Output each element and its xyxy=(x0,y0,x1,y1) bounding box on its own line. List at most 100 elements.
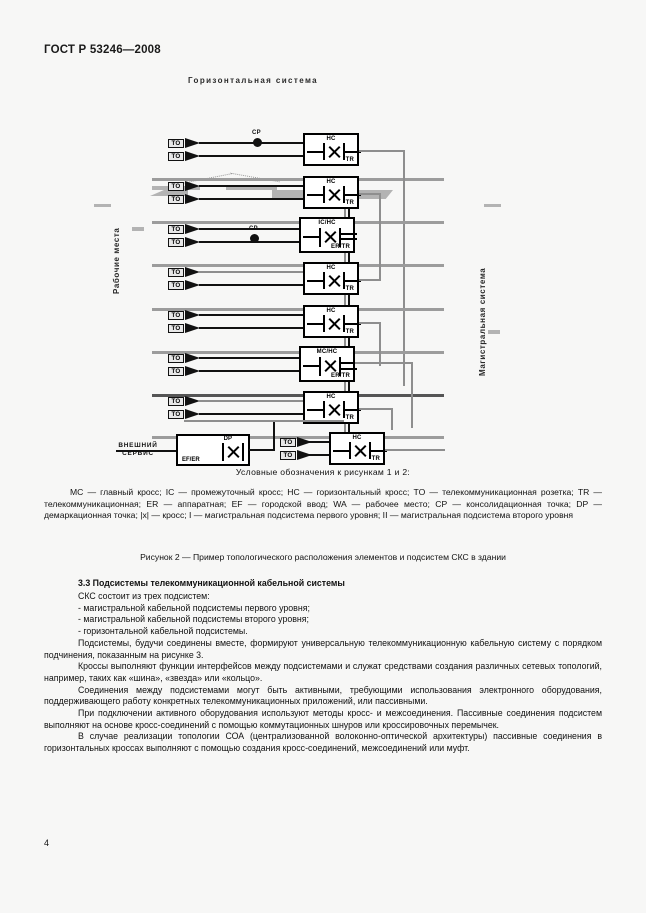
dp-riser-top xyxy=(184,420,344,422)
cross-symbol-3 xyxy=(323,230,336,243)
section-intro: СКС состоит из трех подсистем: xyxy=(78,591,210,601)
ef-er-label: EF/ER xyxy=(181,457,201,463)
outlet-to-7b: TO xyxy=(168,410,184,419)
cross-box-left-bar-6 xyxy=(319,357,321,376)
cross-box-left-bar-3 xyxy=(319,228,321,247)
outlet-arrow-2a xyxy=(185,181,200,191)
cross-symbol-7 xyxy=(327,403,340,416)
cross-box-outwire-6b xyxy=(341,368,357,370)
cross-box-top-label-7: HC xyxy=(326,394,336,400)
cross-box-outwire-5 xyxy=(345,323,361,325)
cross-connect-box-2: HC TR xyxy=(303,176,361,209)
horizontal-cable-6a xyxy=(199,357,304,359)
cp-point-3 xyxy=(250,234,259,243)
document-header: ГОСТ Р 53246—2008 xyxy=(44,44,161,56)
cross-box-top-label-8: HC xyxy=(352,435,362,441)
dp-to-riser-cable xyxy=(249,449,275,451)
roof-shape-left xyxy=(150,187,188,196)
cross-connect-box-6: MC/HC ER/TR xyxy=(299,346,357,382)
cross-box-inwire-4 xyxy=(307,280,324,282)
legend-body-text: MC — главный кросс; IC — промежуточный к… xyxy=(44,487,602,521)
cross-symbol-5 xyxy=(327,317,340,330)
page-number: 4 xyxy=(44,838,50,848)
cross-box-left-bar-8 xyxy=(349,442,351,459)
cross-box-right-bar-6 xyxy=(339,357,341,376)
dp-label: DP xyxy=(223,436,232,442)
outlet-arrow-1b xyxy=(185,151,200,161)
dp-right-bar xyxy=(242,443,244,461)
section-paragraph-4: При подключении активного оборудования и… xyxy=(44,708,602,730)
demarcation-point-box: DP EF/ER xyxy=(176,434,250,466)
section-heading: 3.3 Подсистемы телекоммуникационной кабе… xyxy=(78,578,345,588)
roof-tick-far-left xyxy=(94,204,111,207)
legend-body: MC — главный кросс; IC — промежуточный к… xyxy=(44,487,602,522)
backbone-link-4 xyxy=(359,279,381,281)
backbone-drop-5 xyxy=(379,322,381,366)
horizontal-cable-4b xyxy=(199,284,307,286)
horizontal-cable-8b xyxy=(308,454,333,456)
outlet-arrow-8a xyxy=(297,437,312,447)
outlet-to-4b: TO xyxy=(168,281,184,290)
backbone-link-1 xyxy=(359,150,405,152)
horizontal-cable-2a xyxy=(199,185,307,187)
roof-tick-far-right xyxy=(484,204,501,207)
outlet-to-6a: TO xyxy=(168,354,184,363)
cross-connect-box-3: IC/HC ER/TR xyxy=(299,217,357,253)
outlet-to-4a: TO xyxy=(168,268,184,277)
outlet-to-8b: TO xyxy=(280,451,296,460)
cross-box-bottom-label-4: TR xyxy=(345,286,354,292)
cross-box-outwire-2 xyxy=(345,194,361,196)
outlet-to-8a: TO xyxy=(280,438,296,447)
floor-divider-1 xyxy=(152,178,444,181)
floor-divider-4 xyxy=(152,308,444,311)
cross-box-outwire-7 xyxy=(345,409,361,411)
roof-tick-mid-right xyxy=(488,330,500,334)
cross-box-top-label-5: HC xyxy=(326,308,336,314)
outlet-arrow-8b xyxy=(297,450,312,460)
cross-box-inwire-7 xyxy=(307,409,324,411)
outlet-to-5a: TO xyxy=(168,311,184,320)
legend-title: Условные обозначения к рисункам 1 и 2: xyxy=(235,467,411,477)
section-bullet-2: - магистральной кабельной подсистемы вто… xyxy=(78,614,309,625)
outlet-arrow-2b xyxy=(185,194,200,204)
cross-box-outwire-6 xyxy=(341,362,357,364)
cross-box-right-bar-5 xyxy=(343,315,345,332)
cross-box-top-label-1: HC xyxy=(326,136,336,142)
cross-box-right-bar-3 xyxy=(339,228,341,247)
section-paragraph-2: Кроссы выполняют функции интерфейсов меж… xyxy=(44,661,602,683)
figure-left-label: Рабочие места xyxy=(112,227,121,294)
outlet-arrow-3b xyxy=(185,237,200,247)
horizontal-cable-6b xyxy=(199,370,304,372)
cross-box-inwire-1 xyxy=(307,151,324,153)
cross-box-inwire-3 xyxy=(303,236,320,238)
cross-box-left-bar-2 xyxy=(323,186,325,203)
cross-box-right-bar-2 xyxy=(343,186,345,203)
backbone-link-2 xyxy=(359,193,381,195)
outlet-to-2b: TO xyxy=(168,195,184,204)
external-service-line1: ВНЕШНИЙ xyxy=(118,442,158,449)
section-paragraph-1: Подсистемы, будучи соединены вместе, фор… xyxy=(44,637,602,660)
cross-box-bottom-label-8: TR xyxy=(371,456,380,462)
cross-box-outwire-3b xyxy=(341,238,357,240)
horizontal-cable-5b xyxy=(199,327,307,329)
dp-riser-vertical xyxy=(273,420,275,450)
backbone-drop-2 xyxy=(379,193,381,243)
outlet-to-1a: TO xyxy=(168,139,184,148)
outlet-to-6b: TO xyxy=(168,367,184,376)
cross-symbol-4 xyxy=(327,274,340,287)
cross-box-inwire-8 xyxy=(333,450,350,452)
cp-label-1: CP xyxy=(252,130,261,136)
cross-box-right-bar-8 xyxy=(369,442,371,459)
cross-box-top-label-3: IC/HC xyxy=(318,220,336,226)
horizontal-cable-2b xyxy=(199,198,307,200)
cross-box-inwire-2 xyxy=(307,194,324,196)
cross-connect-box-4: HC TR xyxy=(303,262,361,295)
outlet-to-1b: TO xyxy=(168,152,184,161)
external-service-line2: СЕРВИС xyxy=(122,450,154,457)
floor-divider-2 xyxy=(152,221,444,224)
cross-box-right-bar-1 xyxy=(343,143,345,160)
cross-box-outwire-1 xyxy=(345,151,361,153)
outlet-arrow-5b xyxy=(185,323,200,333)
cross-box-inwire-5 xyxy=(307,323,324,325)
cross-box-inwire-6 xyxy=(303,365,320,367)
